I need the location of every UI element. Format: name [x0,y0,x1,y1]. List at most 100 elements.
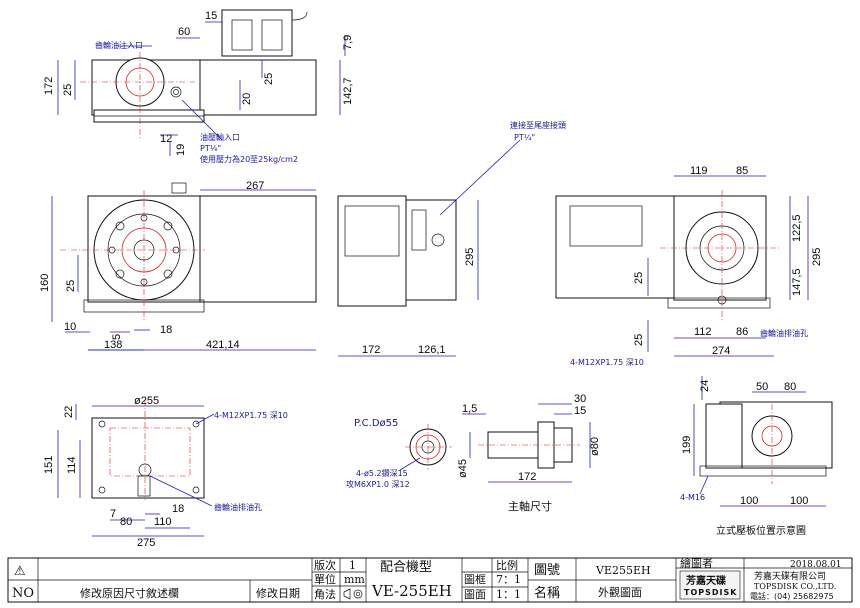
dim-10: 10 [64,321,76,333]
bottom-view: ø255 22 114 151 18 7 80 110 275 4-M12XP1… [43,395,288,549]
dim-100-a: 100 [740,495,758,507]
dim-255: ø255 [134,395,159,407]
rear-view: 119 85 122,5 295 147,5 25 25 112 86 274 … [555,165,823,367]
dim-15-shaft: 15 [574,405,586,417]
dim-d45: ø45 [457,459,469,478]
dim-22: 22 [63,406,75,418]
dim-421-14: 421,14 [206,339,240,351]
pcd-view: P.C.Dø55 4-ø5.2鑽深15 攻M6XP1.0 深12 [346,418,452,489]
note-drain-hole: 齒輪油排油孔 [760,328,808,338]
company-phone: 電話：(04) 25682975 [750,591,834,601]
model-name: VE-255EH [371,582,452,600]
note-pt-b: PT¼" [514,133,535,142]
name-label: 名稱 [534,585,560,601]
dim-50: 50 [756,381,768,393]
dim-12: 12 [160,133,172,145]
sheet-label: 圖面 [464,588,486,601]
company-cn: 芳嘉天碟有限公司 [754,570,826,582]
vertical-view-faceplate [705,403,743,469]
dim-151: 151 [43,456,55,474]
dim-60: 60 [178,26,190,38]
scale-label: 比例 [496,558,518,572]
vertical-view: 24 50 80 199 100 100 4-M16 立式壓板位置示意圖 [680,376,833,537]
dim-25b: 25 [263,73,275,85]
frame-scale: 7：1 [496,573,521,586]
note-m16: 4-M16 [680,493,705,502]
dim-126-1: 126,1 [418,344,446,356]
logo-cn: 芳嘉天碟 [686,574,726,587]
dim-114: 114 [66,456,78,474]
note-pcd: P.C.Dø55 [354,418,398,429]
note-drain-hole-bottom: 齒輪油排油孔 [214,502,262,512]
top-view-body-right [199,59,317,116]
logo-en: TOPSDISK [684,588,737,597]
dim-5: 5 [111,334,123,340]
drafter-label: 繪圖者 [680,556,713,570]
dim-172-shaft: 172 [518,471,536,483]
dim-30: 30 [574,393,586,405]
note-pt-a: PT⅛" [200,144,221,153]
note-m12-rear: 4-M12XP1.75 深10 [570,358,644,367]
dim-295-rear: 295 [811,248,823,266]
dim-112: 112 [694,326,712,338]
dim-172-side: 172 [362,344,380,356]
dim-18-front: 18 [160,324,172,336]
note-m12-bottom: 4-M12XP1.75 深10 [214,411,288,420]
dim-15: 15 [205,10,217,22]
title-block: ⚠ NO 修改原因尺寸敘述欄 修改日期 版次 1 單位 mm 角法 配合機型 V… [7,556,853,603]
rear-view-housing [555,195,675,299]
dim-110: 110 [154,516,172,528]
revision-date-label: 修改日期 [256,586,300,600]
projection-angle-icon [343,588,363,600]
dim-25-rear-b: 25 [633,334,645,346]
dim-172: 172 [43,77,55,95]
dim-267: 267 [246,180,264,192]
dim-275: 275 [137,537,155,549]
dim-d80: ø80 [589,437,601,456]
company-en: TOPSDISK CO.,LTD. [754,582,836,591]
version-value: 1 [349,559,356,572]
dim-80-vertical: 80 [784,381,796,393]
drawing-no-label: 圖號 [534,563,560,578]
dim-142-7: 142,7 [342,77,354,105]
note-pcd-holes-1: 4-ø5.2鑽深15 [356,468,408,478]
dim-122-5: 122,5 [791,214,803,242]
top-view-motor-cap [221,9,293,57]
shaft-caption: 主軸尺寸 [508,499,552,513]
dim-80-bottom: 80 [120,516,132,528]
unit-value: mm [344,573,365,586]
dim-19: 19 [175,144,187,156]
dim-199: 199 [681,436,693,454]
note-tailstock: 連接至尾座接頭 [510,120,566,130]
dim-24: 24 [699,380,711,392]
dim-25-front: 25 [65,280,77,292]
note-oil-pressure-inlet: 油壓輸入口 [200,132,240,142]
warning-icon: ⚠ [14,564,26,579]
name-value: 外觀圖面 [598,586,642,599]
dim-295-side: 295 [464,248,476,266]
dim-85: 85 [736,165,748,177]
note-gear-oil-inlet: 齒輪油注入口 [95,40,143,50]
dim-7-9: 7,9 [342,35,354,50]
dim-7: 7 [110,508,116,520]
angle-label: 角法 [314,587,336,601]
sheet-scale: 1：1 [496,588,521,601]
dim-1-5: 1,5 [462,403,477,415]
dim-86: 86 [736,326,748,338]
side-view: 295 172 126,1 連接至尾座接頭 PT¼" [337,120,566,357]
front-view: 267 160 25 10 5 18 138 421,14 [39,180,317,351]
drawing-type-label: 配合機型 [380,560,432,575]
dim-160: 160 [39,274,51,292]
version-label: 版次 [314,558,336,572]
dim-147-5: 147,5 [791,268,803,296]
note-pressure-spec: 使用壓力為20至25kg/cm2 [200,154,298,164]
dim-25-rear-a: 25 [633,272,645,284]
dim-274: 274 [712,345,730,357]
revision-reason-label: 修改原因尺寸敘述欄 [80,586,179,600]
vertical-caption: 立式壓板位置示意圖 [716,524,806,537]
drawing-date: 2018.08.01 [790,560,842,570]
company-logo: 芳嘉天碟 TOPSDISK [679,570,741,600]
no-label: NO [12,586,34,601]
dim-18-bottom: 18 [172,503,184,515]
